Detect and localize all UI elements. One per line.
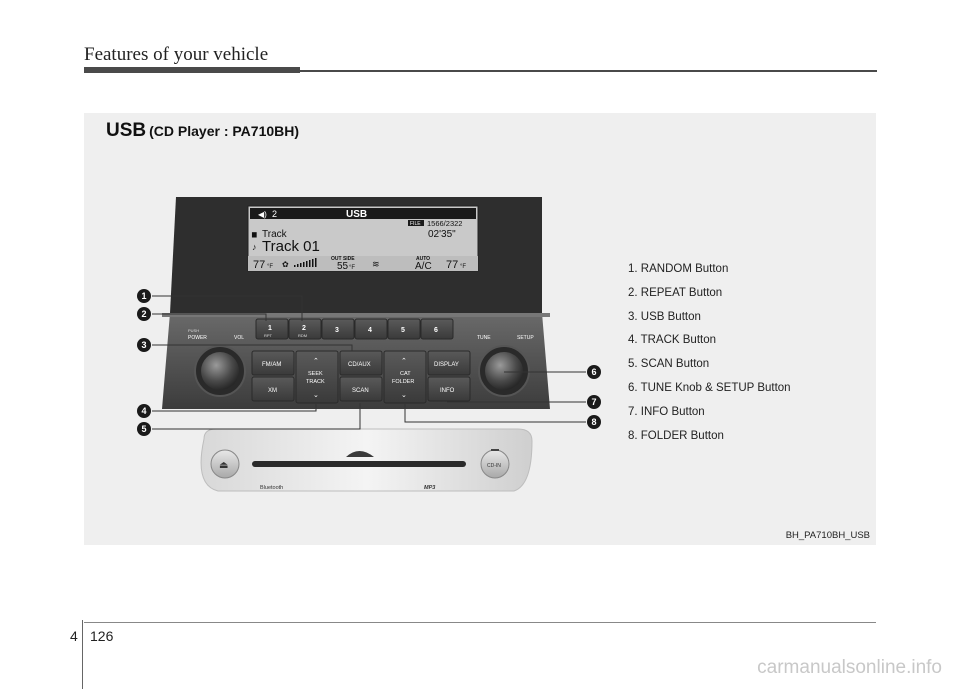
eject-button xyxy=(210,449,240,479)
xm-label: XM xyxy=(268,388,277,394)
display-elapsed-time: 02'35" xyxy=(428,229,456,240)
button-legend: 1. RANDOM Button 2. REPEAT Button 3. USB… xyxy=(628,258,791,448)
cd-deck xyxy=(200,428,533,492)
callout-3: 3 xyxy=(137,338,151,352)
svg-text:◀): ◀) xyxy=(258,210,267,219)
display-folder-label: Track xyxy=(262,229,288,240)
svg-text:⏏: ⏏ xyxy=(219,460,228,471)
display-temp-left-unit: °F xyxy=(267,264,273,270)
push-label: PUSH xyxy=(188,328,199,333)
display-temp-left: 77 xyxy=(253,259,265,271)
svg-text:✿: ✿ xyxy=(282,260,289,269)
cat-label: CAT xyxy=(400,371,411,377)
cd-aux-label: CD/AUX xyxy=(348,362,371,368)
vol-label: VOL xyxy=(234,335,244,341)
preset-6-label: 6 xyxy=(434,327,438,334)
display-button-label: DISPLAY xyxy=(434,362,459,368)
seek-label: SEEK xyxy=(308,371,323,377)
mp3-label: MP3 xyxy=(424,485,435,491)
display-outside-label: OUT SIDE xyxy=(331,256,355,262)
footer-divider xyxy=(82,620,83,689)
display-source: USB xyxy=(346,209,367,220)
legend-item: 8. FOLDER Button xyxy=(628,429,724,442)
legend-item: 2. REPEAT Button xyxy=(628,286,723,299)
image-code: BH_PA710BH_USB xyxy=(785,530,870,541)
svg-text:⌃: ⌃ xyxy=(313,357,319,365)
seek-track-label: TRACK xyxy=(306,379,325,385)
display-temp-right: 77 xyxy=(446,259,458,271)
volume-knob xyxy=(201,352,239,390)
power-label: POWER xyxy=(188,335,207,341)
callout-4: 4 xyxy=(137,404,151,418)
callout-6: 6 xyxy=(587,365,601,379)
header-accent-bar xyxy=(84,67,300,73)
display-volume-level: 2 xyxy=(272,209,277,219)
svg-text:⌄: ⌄ xyxy=(401,392,407,399)
legend-item: 3. USB Button xyxy=(628,310,701,323)
leader-lines xyxy=(152,295,586,430)
section-title-sub: (CD Player : PA710BH) xyxy=(149,123,300,139)
info-label: INFO xyxy=(440,388,455,394)
display-track-name: Track 01 xyxy=(262,238,320,255)
legend-item: 1. RANDOM Button xyxy=(628,263,729,275)
bluetooth-label: Bluetooth xyxy=(260,485,283,491)
callout-8: 8 xyxy=(587,415,601,429)
preset-2-sub: RDM xyxy=(298,333,307,338)
legend-item: 6. TUNE Knob & SETUP Button xyxy=(628,381,791,394)
display-temp-right-unit: °F xyxy=(460,264,466,270)
callout-2: 2 xyxy=(137,307,151,321)
audio-unit-illustration: ◀) 2 USB FILE 1566/2322 ▆ Track 02'35" ♪… xyxy=(152,197,586,492)
svg-text:▆: ▆ xyxy=(251,232,257,238)
header-rule xyxy=(300,70,877,72)
svg-text:⌄: ⌄ xyxy=(313,392,319,399)
preset-5-label: 5 xyxy=(401,327,405,334)
svg-text:≋: ≋ xyxy=(372,259,380,269)
display-outside-unit: °F xyxy=(349,265,355,271)
preset-3-label: 3 xyxy=(335,327,339,334)
display-ac-label: A/C xyxy=(415,261,432,272)
fm-am-label: FM/AM xyxy=(262,362,281,368)
legend-item: 4. TRACK Button xyxy=(628,334,716,347)
legend-item: 7. INFO Button xyxy=(628,405,705,418)
tune-knob xyxy=(485,352,523,390)
callout-5: 5 xyxy=(137,422,151,436)
cd-in-label: CD-IN xyxy=(487,463,501,469)
svg-text:♪: ♪ xyxy=(252,242,257,252)
page-number: 126 xyxy=(90,628,114,644)
preset-2-label: 2 xyxy=(302,325,306,332)
footer-rule xyxy=(84,622,876,623)
page-header-title: Features of your vehicle xyxy=(84,44,269,65)
watermark: carmanualsonline.info xyxy=(757,657,942,678)
svg-text:⌃: ⌃ xyxy=(401,357,407,365)
display-outside-temp: 55 xyxy=(337,261,349,272)
main-buttons: FM/AM XM ⌃ SEEK TRACK ⌄ CD/AUX SCAN ⌃ CA… xyxy=(251,350,471,404)
folder-label: FOLDER xyxy=(392,379,414,385)
preset-4-label: 4 xyxy=(368,327,372,334)
preset-1-sub: RPT xyxy=(264,333,273,338)
preset-1-label: 1 xyxy=(268,325,272,332)
display-file-counter: 1566/2322 xyxy=(427,219,462,228)
callout-1: 1 xyxy=(137,289,151,303)
display-auto-label: AUTO xyxy=(416,256,430,262)
setup-label: SETUP xyxy=(517,335,534,341)
chapter-number: 4 xyxy=(70,628,78,644)
callout-7: 7 xyxy=(587,395,601,409)
tune-label: TUNE xyxy=(477,335,491,341)
legend-item: 5. SCAN Button xyxy=(628,358,710,371)
scan-label: SCAN xyxy=(352,388,369,394)
preset-buttons: 1 RPT 2 RDM 3 4 5 6 xyxy=(255,318,454,340)
display-file-badge: FILE xyxy=(410,221,421,227)
section-title-main: USB xyxy=(106,120,147,141)
figure-panel: USB(CD Player : PA710BH) xyxy=(84,113,876,545)
cd-slot xyxy=(252,461,466,467)
section-title: USB(CD Player : PA710BH) xyxy=(106,120,299,142)
